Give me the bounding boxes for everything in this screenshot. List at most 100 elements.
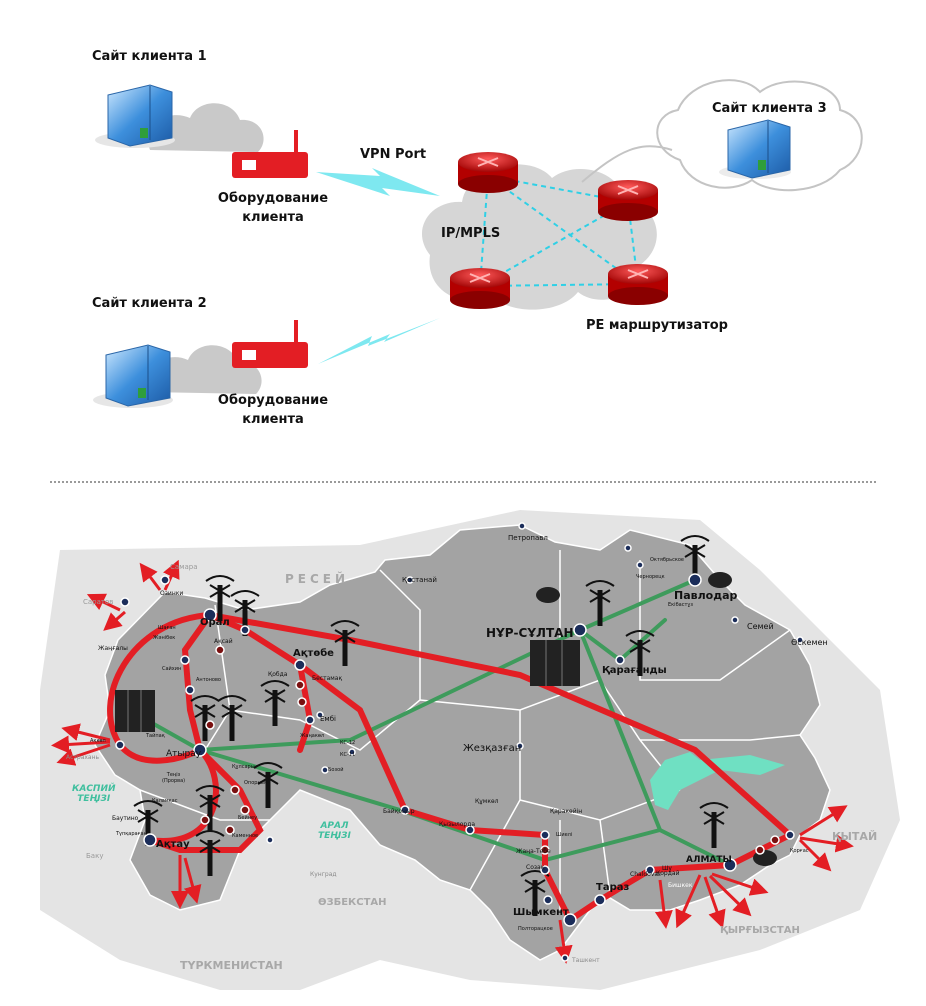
radio-tower-icon <box>699 802 729 848</box>
city-petropavl-label: Петропавл <box>508 534 548 542</box>
radio-tower-icon <box>520 870 550 916</box>
station-dot <box>561 954 569 962</box>
station-dot <box>573 623 587 637</box>
city-shymkent-label: Шымкент <box>513 907 569 918</box>
city-zhanibek-label: Жәнібек <box>153 635 176 641</box>
station-dot <box>316 711 324 719</box>
section-divider <box>50 481 876 483</box>
station-dot <box>120 597 130 607</box>
city-kobda-label: Қобда <box>268 671 288 678</box>
city-poltoratsk-label: Полторацкое <box>518 926 553 932</box>
city-aksai-label: Ақсай <box>214 638 233 645</box>
city-zhezkazgan-label: Жезқазған <box>463 743 522 754</box>
station-dot <box>796 636 804 644</box>
station-dot <box>297 697 307 707</box>
radio-tower-icon <box>625 630 655 676</box>
station-dot <box>240 805 250 815</box>
city-opornaya-label: Опорная <box>244 780 267 786</box>
city-tashkent-label: Ташкент <box>572 957 600 964</box>
city-aktau-label: Ақтау <box>156 839 190 850</box>
lake-balkhash <box>650 752 785 810</box>
server-rack-icon-west <box>115 690 155 732</box>
vpn-topology-diagram <box>93 79 863 408</box>
client-equipment-1-icon <box>232 130 308 178</box>
city-nur-sultan-label: НҰР-СҰЛТАН <box>486 626 574 640</box>
radio-tower-icon <box>217 695 247 741</box>
city-akkol-label: Ақкөл <box>90 738 106 744</box>
station-dot <box>160 575 170 585</box>
city-sayhin-label: Сайхин <box>162 666 182 672</box>
city-korday-label: Қордай <box>656 870 680 877</box>
city-baku-label: Баку <box>86 852 104 860</box>
city-bautino-label: Баутино <box>112 815 139 822</box>
station-dot <box>688 573 702 587</box>
station-dot <box>543 895 553 905</box>
ip-mpls-label: IP/MPLS <box>441 226 501 241</box>
client-site-3-label: Сайт клиента 3 <box>712 101 827 116</box>
radio-tower-icon <box>195 785 225 831</box>
city-bozoi-label: Бозой <box>328 767 344 773</box>
city-chernorechye-label: Чернорецк <box>636 574 665 580</box>
city-pavlodar-label: Павлодар <box>674 589 738 602</box>
station-dot <box>193 743 207 757</box>
client-site-2-label: Сайт клиента 2 <box>92 296 207 311</box>
station-dot <box>240 625 250 635</box>
station-dot <box>215 645 225 655</box>
city-beineu-label: Бейнеу <box>238 815 258 821</box>
radio-tower-icon <box>585 580 615 626</box>
station-dot <box>143 833 157 847</box>
station-dot <box>225 825 235 835</box>
city-zhangaly-label: Жаңғалы <box>98 645 128 652</box>
station-dot <box>205 720 215 730</box>
city-baikonur-label: Байқоңыр <box>383 808 415 815</box>
radio-tower-icon <box>330 620 360 666</box>
station-dot <box>115 740 125 750</box>
red-arrows <box>51 559 854 964</box>
site-3-uplink <box>581 145 673 183</box>
city-ekibastuz-label: Екібастұз <box>668 602 693 608</box>
region-turkmenistan-label: ТҮРКМЕНИСТАН <box>180 959 283 972</box>
station-dot <box>295 680 305 690</box>
station-dot <box>203 608 217 622</box>
station-dot <box>348 748 356 756</box>
radio-tower-icon <box>205 575 235 621</box>
city-bestamak-label: Бестамақ <box>312 675 343 682</box>
client-equipment-2-icon <box>232 320 308 368</box>
city-samara-label: Самара <box>170 563 198 571</box>
station-dot <box>516 742 524 750</box>
city-astrakhan-label: Астрахань <box>66 754 100 761</box>
station-dot <box>624 544 632 552</box>
city-kumkol-label: Құмкөл <box>475 798 499 805</box>
region-kyrgyzstan-label: ҚЫРҒЫЗСТАН <box>720 925 800 936</box>
city-tengiz-label: Теңіз(Прорва) <box>162 772 186 784</box>
city-kamennoe-label: Каменное <box>232 833 259 839</box>
station-dot <box>230 785 240 795</box>
city-shu-label: Шу <box>662 865 672 872</box>
city-chaldovar-label: Chaldovar <box>630 871 661 878</box>
station-dot <box>400 805 410 815</box>
city-taraz-label: Тараз <box>596 882 630 893</box>
city-kulsary-label: Құлсары <box>232 764 255 770</box>
station-dots <box>115 522 804 962</box>
station-dot <box>755 845 765 855</box>
city-ozinki-label: Озинки <box>160 590 184 597</box>
city-sozak-label: Созақ <box>526 864 545 871</box>
pe-router-3-icon <box>450 268 510 309</box>
station-dot <box>615 655 625 665</box>
radio-tower-icon <box>190 695 220 741</box>
kazakhstan-network-map <box>40 510 900 990</box>
city-kyzylorda-label: Қызылорда <box>439 821 476 828</box>
vpn-link-1-icon <box>316 168 440 196</box>
client-equipment-1-label: Оборудование клиента <box>217 191 329 225</box>
city-ks11-label: КС-11 <box>340 752 356 758</box>
city-shagan-label: Шаған <box>158 625 176 631</box>
station-dot <box>266 836 274 844</box>
station-dot <box>636 561 644 569</box>
city-kostanai-label: Қостанай <box>402 576 437 584</box>
station-dot <box>645 865 655 875</box>
station-dot <box>770 835 780 845</box>
city-antonovo-label: Антоново <box>196 677 221 683</box>
city-karagandy-label: Қарағанды <box>602 665 667 676</box>
